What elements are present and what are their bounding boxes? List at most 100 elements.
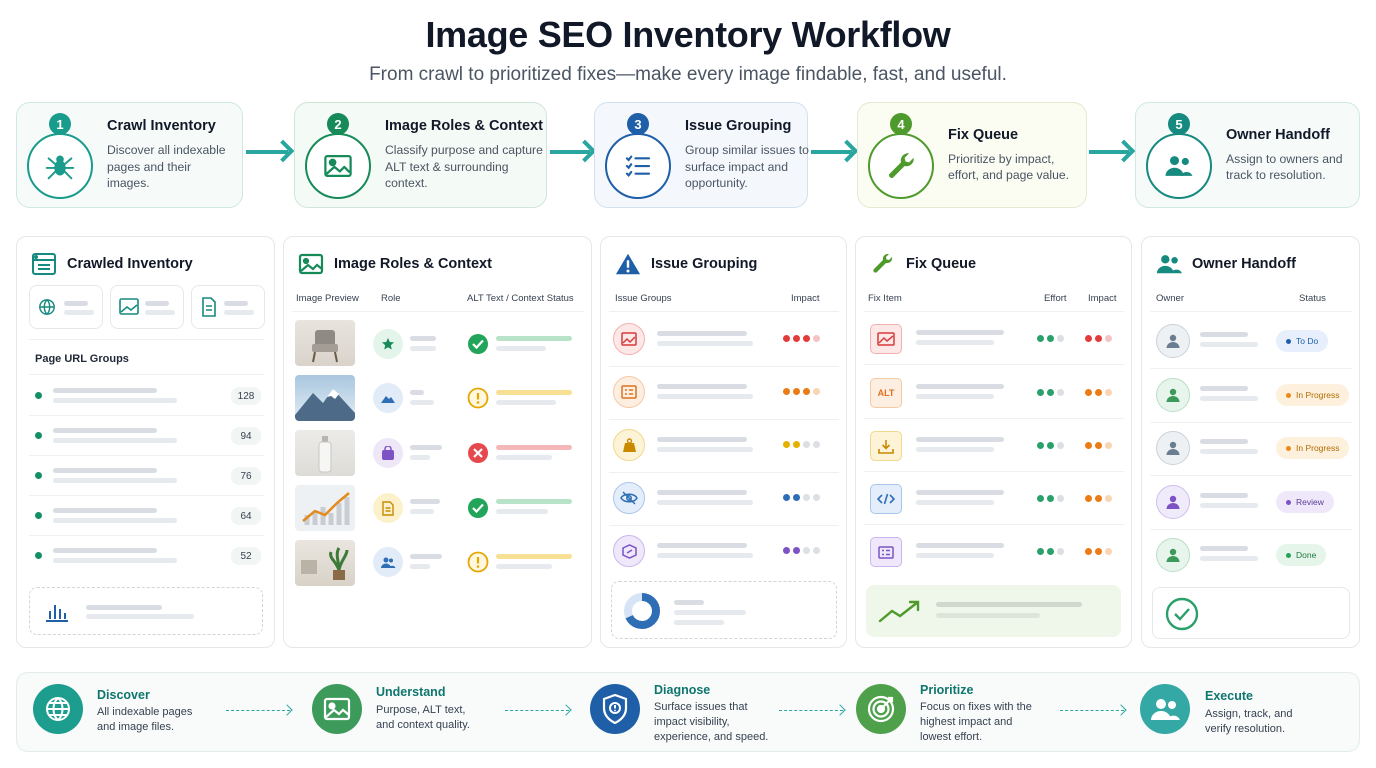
step-number: 5 <box>1168 113 1190 135</box>
panel-title: Issue Grouping <box>651 256 758 272</box>
layout-icon <box>870 537 902 567</box>
panel-owner-handoff: Owner Handoff Owner Status To Do In Prog… <box>1141 236 1360 648</box>
page-title: Image SEO Inventory Workflow <box>425 14 951 55</box>
band-title: Execute <box>1205 689 1253 703</box>
bag-icon <box>373 438 403 468</box>
status-badge[interactable]: To Do <box>1276 330 1329 352</box>
users-icon <box>373 547 403 577</box>
column-header: Issue Groups <box>615 293 672 304</box>
step-number: 1 <box>49 113 71 135</box>
flow-arrow <box>246 150 288 154</box>
check-circle-icon <box>463 493 493 523</box>
globe-icon <box>33 684 83 734</box>
effort-dots <box>1037 548 1064 555</box>
chart-thumbnail <box>295 485 355 531</box>
download-icon <box>870 431 902 461</box>
impact-dots <box>1085 389 1112 396</box>
check-circle-icon <box>463 329 493 359</box>
filter-chip-pages[interactable] <box>29 285 103 329</box>
step-desc: Prioritize by impact, effort, and page v… <box>948 151 1070 183</box>
avatar <box>1156 324 1190 358</box>
users-icon <box>1140 684 1190 734</box>
status-badge[interactable]: In Progress <box>1276 437 1350 459</box>
step-desc: Discover all indexable pages and their i… <box>107 143 226 191</box>
step-card-issues: 3 Issue Grouping Group similar issues to… <box>594 102 809 208</box>
step-number: 4 <box>890 113 912 135</box>
globe-icon <box>38 298 56 321</box>
band-desc: Surface issues that impact visibility, e… <box>654 701 769 743</box>
users-icon <box>1156 251 1182 277</box>
panel-title: Fix Queue <box>906 256 977 272</box>
x-circle-icon <box>463 438 493 468</box>
impact-dots <box>783 335 820 342</box>
step-number: 3 <box>627 113 649 135</box>
band-title: Diagnose <box>654 683 711 697</box>
layers-icon <box>613 535 645 567</box>
panel-crawled-inventory: Crawled Inventory Page URL Groups 128 94… <box>16 236 275 648</box>
impact-dots <box>1085 335 1112 342</box>
image-icon <box>298 251 324 277</box>
mountain-icon <box>373 383 403 413</box>
page-header: Image SEO Inventory Workflow From crawl … <box>0 14 1376 86</box>
dashed-arrow <box>1060 710 1124 711</box>
alt-tag-icon: ALT <box>870 378 902 408</box>
step-number: 2 <box>327 113 349 135</box>
step-title: Owner Handoff <box>1226 126 1330 143</box>
step-card-roles: 2 Image Roles & Context Classify purpose… <box>294 102 547 208</box>
check-circle-icon <box>1165 597 1199 636</box>
dashed-arrow <box>505 710 569 711</box>
page-count: 76 <box>231 467 261 485</box>
column-header: Fix Item <box>868 293 902 304</box>
users-icon <box>1146 133 1212 199</box>
status-badge[interactable]: In Progress <box>1276 384 1350 406</box>
impact-dots <box>783 388 820 395</box>
column-header: Owner <box>1156 293 1184 304</box>
summary-box <box>29 587 263 635</box>
step-title: Image Roles & Context <box>385 118 543 135</box>
avatar <box>1156 431 1190 465</box>
page-subtitle: From crawl to prioritized fixes—make eve… <box>369 64 1007 85</box>
target-icon <box>856 684 906 734</box>
band-title: Discover <box>97 688 150 702</box>
page-count: 64 <box>231 507 261 525</box>
panel-issue-grouping: Issue Grouping Issue Groups Impact <box>600 236 847 648</box>
status-badge[interactable]: Done <box>1276 544 1327 566</box>
impact-dots <box>1085 495 1112 502</box>
summary-box <box>1152 587 1350 639</box>
filter-chip-images[interactable] <box>110 285 184 329</box>
step-title: Issue Grouping <box>685 118 792 135</box>
list-icon <box>605 133 671 199</box>
band-desc: Purpose, ALT text, and context quality. <box>376 704 470 731</box>
impact-dots <box>1085 548 1112 555</box>
dashed-arrow <box>779 710 843 711</box>
column-header: Role <box>381 293 401 304</box>
image-icon <box>305 133 371 199</box>
step-title: Crawl Inventory <box>107 118 216 135</box>
trend-up-icon <box>878 597 922 630</box>
filter-chip-files[interactable] <box>191 285 265 329</box>
spider-icon <box>27 133 93 199</box>
panel-fix-queue: Fix Queue Fix Item Effort Impact ALT <box>855 236 1132 648</box>
impact-dots <box>783 547 820 554</box>
document-icon <box>373 493 403 523</box>
column-header: Effort <box>1044 293 1067 304</box>
alert-triangle-icon <box>615 251 641 277</box>
avatar <box>1156 538 1190 572</box>
chair-thumbnail <box>295 320 355 366</box>
donut-chart-icon <box>622 591 662 636</box>
impact-dots <box>783 494 820 501</box>
column-header: Status <box>1299 293 1326 304</box>
avatar <box>1156 485 1190 519</box>
column-header: Image Preview <box>296 293 359 304</box>
section-label: Page URL Groups <box>35 353 129 365</box>
column-header: ALT Text / Context Status <box>467 293 574 304</box>
band-title: Prioritize <box>920 683 974 697</box>
step-card-owner: 5 Owner Handoff Assign to owners and tra… <box>1135 102 1360 208</box>
avatar <box>1156 378 1190 412</box>
document-icon <box>201 297 217 322</box>
plant-thumbnail <box>295 540 355 586</box>
star-icon <box>373 329 403 359</box>
summary-band <box>16 672 1360 752</box>
effort-dots <box>1037 389 1064 396</box>
status-badge[interactable]: Review <box>1276 491 1334 513</box>
